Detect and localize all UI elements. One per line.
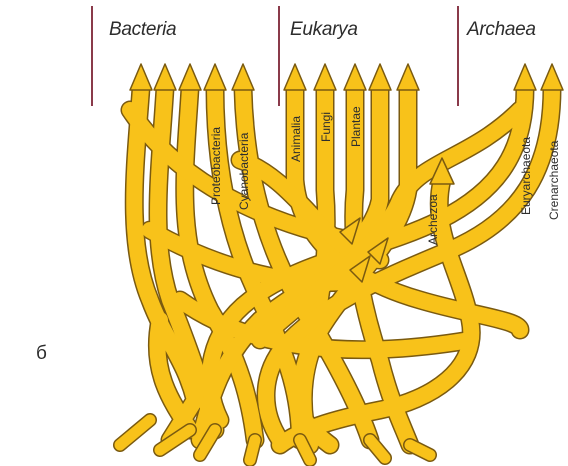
arrowhead — [179, 64, 201, 90]
branch-fill-layer — [130, 88, 552, 445]
branch-label-crenarchaeota: Crenarchaeota — [547, 140, 561, 220]
branch-label-archezoa: Archezoa — [426, 194, 440, 245]
arrowhead — [154, 64, 176, 90]
branch-label-euryarchaeota: Euryarchaeota — [519, 137, 533, 215]
arrowhead — [204, 64, 226, 90]
arrowhead — [541, 64, 563, 90]
branch-label-proteobacteria: Proteobacteria — [209, 127, 223, 205]
arrowhead — [397, 64, 419, 90]
branch-label-plantae: Plantae — [349, 106, 363, 147]
branch-label-fungi: Fungi — [319, 112, 333, 142]
arrowhead — [284, 64, 306, 90]
arrowhead — [314, 64, 336, 90]
arrowhead — [514, 64, 536, 90]
arrowhead — [130, 64, 152, 90]
arrowhead — [232, 64, 254, 90]
arrowhead — [344, 64, 366, 90]
arrowhead — [369, 64, 391, 90]
branch-label-cyanobacteria: Cyanobacteria — [237, 132, 251, 210]
branch-label-animalia: Animalia — [289, 116, 303, 162]
